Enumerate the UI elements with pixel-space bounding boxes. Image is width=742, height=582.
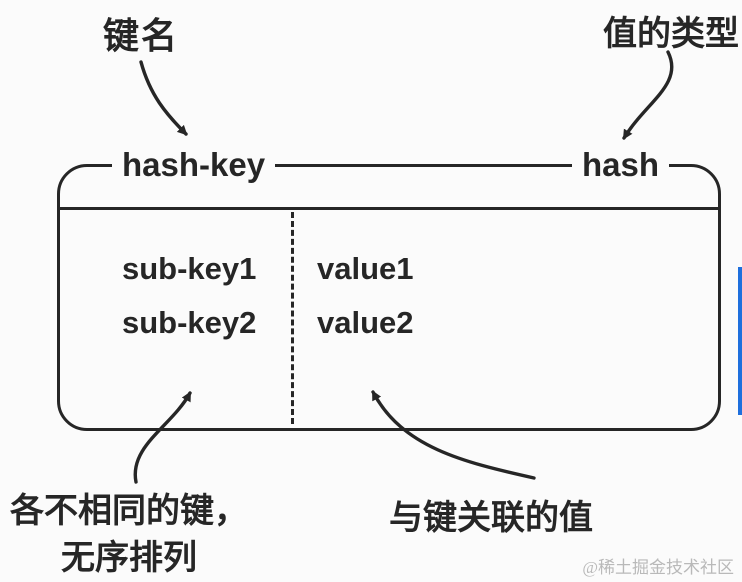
key-value-dashed-divider — [291, 212, 294, 424]
value-1: value1 — [317, 251, 414, 286]
distinct-keys-annotation-line2: 无序排列 — [61, 539, 197, 577]
distinct-keys-annotation-line1: 各不相同的键， — [10, 492, 248, 530]
distinct-keys-annotation: 各不相同的键， 无序排列 — [2, 488, 256, 582]
key-name-arrow — [139, 60, 188, 136]
value-type-annotation: 值的类型 — [603, 15, 739, 53]
value-2: value2 — [317, 305, 414, 340]
value-type-arrow — [622, 50, 674, 140]
header-divider-line — [60, 207, 718, 210]
hash-type-label: hash — [572, 147, 670, 183]
sub-key-1: sub-key1 — [122, 251, 257, 286]
associated-values-annotation: 与键关联的值 — [389, 499, 593, 537]
sub-key-2: sub-key2 — [122, 305, 257, 340]
hash-structure-box — [57, 164, 721, 431]
scrollbar-thumb[interactable] — [738, 267, 742, 415]
watermark: @稀土掘金技术社区 — [582, 558, 734, 577]
key-name-annotation: 键名 — [103, 15, 180, 56]
hash-key-label: hash-key — [112, 147, 276, 183]
